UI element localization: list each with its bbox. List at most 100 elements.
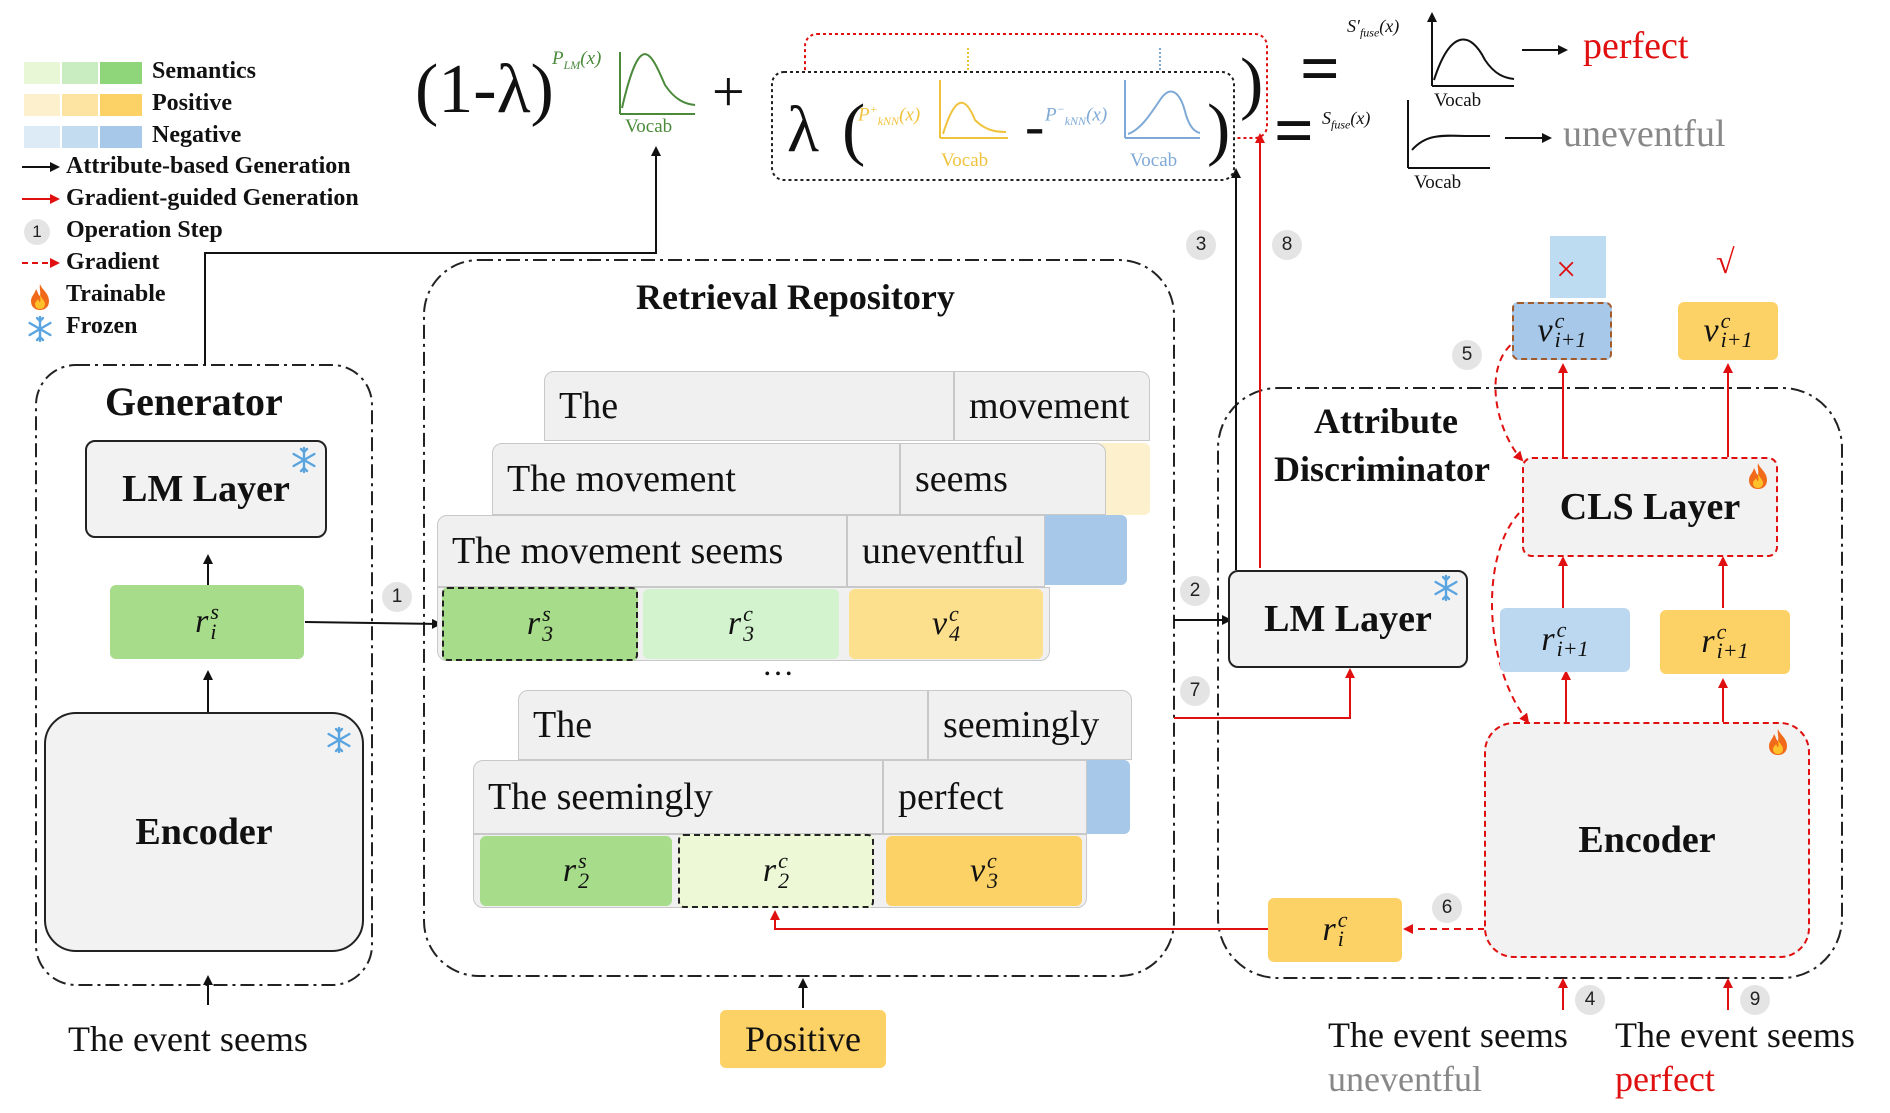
discriminator-title-line2: Discriminator [1274,449,1490,489]
fire-icon [31,284,49,310]
formula-close-paren: ) [1207,91,1231,168]
legend-frozen-label: Frozen [66,313,138,339]
repo-row-5-prefix: The seemingly [473,760,883,834]
formula-eq-bottom: = [1274,93,1314,170]
fire-icon [1749,463,1767,489]
wrong-mark: × [1556,249,1577,289]
generator-lm-layer: LM Layer [85,440,327,538]
formula-minus: - [1025,93,1045,158]
step-9: 9 [1740,985,1770,1015]
attribute-positive-input: Positive [720,1010,886,1068]
discriminator-frame [1217,387,1843,979]
step-8: 8 [1272,230,1302,260]
step-5: 5 [1452,340,1482,370]
repository-title: Retrieval Repository [636,277,955,317]
sfuse-prime-vocab: Vocab [1434,90,1482,111]
repo-row-4-next: seemingly [928,690,1132,760]
step-6: 6 [1432,893,1462,923]
repo-row-2-next: seems [900,443,1106,515]
plot-sfuse-prime [1427,12,1515,87]
legend-positive-swatch-3 [100,94,142,116]
sfuse-label: Sfuse(x) [1322,108,1371,132]
formula-pknn-neg-vocab: Vocab [1130,150,1178,171]
snowflake-icon [28,315,52,343]
legend-step-marker: 1 [24,219,50,245]
legend-grad-gen-label: Gradient-guided Generation [66,185,359,211]
repo-row-2-prefix: The movement [492,443,900,515]
legend-negative-swatch-3 [100,126,142,148]
formula-pknn-pos-vocab: Vocab [941,150,989,171]
step-7: 7 [1180,676,1210,706]
plot-pknn-neg [1124,48,1201,139]
legend-gradient-label: Gradient [66,249,160,275]
result-perfect: perfect [1583,25,1689,67]
snowflake-icon [1434,574,1458,602]
formula-box-front [771,71,1235,181]
formula-pknn-neg-label: P−kNN(x) [1045,102,1108,129]
legend-positive-label: Positive [152,90,232,116]
plot-pknn-pos [939,48,1008,139]
legend-op-step-label: Operation Step [66,217,223,243]
legend-negative-swatch-2 [62,126,98,148]
formula-back-close-paren: ) [1240,45,1264,122]
right-mark: √ [1716,244,1735,281]
legend-trainable-label: Trainable [66,281,166,307]
discriminator-lm-layer: LM Layer [1228,570,1468,668]
step-2: 2 [1180,576,1210,606]
snowflake-icon [327,726,351,754]
repo-row-1-prefix: The [544,371,954,441]
repo-row-3-next: uneventful [847,515,1045,587]
fire-icon [1769,729,1787,755]
snowflake-icon [292,446,316,474]
legend-negative-label: Negative [152,122,242,148]
step-1: 1 [382,582,412,612]
disc-input2-line2: perfect [1615,1059,1715,1099]
generator-input-text: The event seems [68,1019,308,1059]
plot-plm [619,52,696,115]
discriminator-cls-layer: CLS Layer [1522,457,1778,557]
formula-lambda: λ [787,93,820,166]
disc-input1-line2: uneventful [1328,1059,1482,1099]
formula-open-paren: ( [842,91,866,168]
legend-attr-gen-label: Attribute-based Generation [66,153,351,179]
repo-row-3-prefix: The movement seems [437,515,847,587]
formula-eq-top: = [1300,31,1340,108]
sfuse-vocab: Vocab [1414,172,1462,193]
legend-semantics-swatch-2 [62,62,98,84]
legend-semantics-label: Semantics [152,58,256,84]
repo-row-5-next: perfect [883,760,1087,834]
repo-ellipsis: … [762,646,794,682]
discriminator-encoder: Encoder [1484,722,1810,958]
plot-sfuse [1407,100,1490,169]
discriminator-title-line1: Attribute [1314,401,1458,441]
formula-plus: + [712,59,745,124]
step-3: 3 [1186,230,1216,260]
repository-frame [423,259,1175,977]
wrong-highlight [1550,236,1606,298]
disc-input1-line1: The event seems [1328,1015,1568,1055]
repo-row-1-next: movement [954,371,1150,441]
formula-pknn-pos-label: P+kNN(x) [858,102,921,129]
legend-positive-swatch-1 [24,94,60,116]
formula-one-minus-lambda: (1-λ) [415,51,554,128]
generator-title: Generator [105,379,283,424]
formula-plm-vocab: Vocab [625,116,673,137]
formula-plm-label: PLM(x) [552,48,602,72]
disc-input2-line1: The event seems [1615,1015,1855,1055]
legend-negative-swatch-1 [24,126,60,148]
legend-positive-swatch-2 [62,94,98,116]
legend-semantics-swatch-1 [24,62,60,84]
generator-encoder: Encoder [44,712,364,952]
